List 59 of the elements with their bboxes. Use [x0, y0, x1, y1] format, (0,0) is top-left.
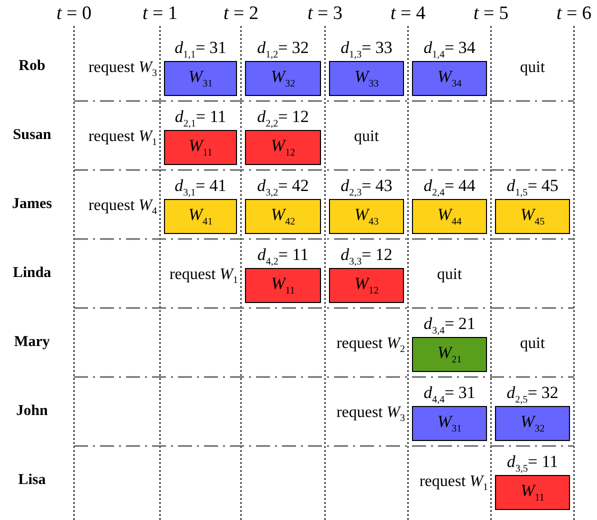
duration-label: d$_{2,1}$= 11 [174, 107, 226, 132]
task-block: W$_{44}$ [412, 199, 487, 234]
quit-label: quit [437, 266, 462, 284]
task-block: W$_{11}$ [495, 475, 570, 510]
time-label: t = 3 [308, 3, 342, 25]
quit-label: quit [520, 335, 545, 353]
duration-label: d$_{2,4}$= 44 [424, 176, 476, 200]
time-label: t = 4 [390, 3, 426, 25]
row-name: Mary [14, 334, 50, 351]
task-block: W$_{11}$ [245, 268, 321, 303]
request-label: request W$_{2}$ [336, 335, 405, 356]
task-block: W$_{43}$ [329, 199, 404, 234]
task-block: W$_{34}$ [412, 61, 487, 96]
task-block: W$_{33}$ [329, 61, 404, 96]
task-block: W$_{41}$ [164, 199, 237, 234]
time-label: t = 2 [224, 3, 258, 25]
task-block: W$_{21}$ [412, 337, 487, 372]
row-name: James [12, 196, 52, 213]
duration-label: d$_{4,4}$= 31 [424, 383, 476, 408]
time-label: t = 6 [556, 3, 592, 25]
task-block: W$_{32}$ [245, 61, 321, 96]
time-label: t = 1 [142, 3, 178, 25]
time-label: t = 0 [56, 3, 92, 25]
duration-label: d$_{2,5}$= 32 [506, 383, 558, 408]
request-label: request W$_{4}$ [88, 197, 157, 218]
duration-label: d$_{1,1}$= 31 [174, 38, 226, 62]
duration-label: d$_{3,5}$= 11 [506, 452, 558, 476]
duration-label: d$_{1,5}$= 45 [506, 176, 558, 200]
request-label: request W$_{1}$ [169, 266, 238, 286]
quit-label: quit [354, 128, 379, 146]
request-label: request W$_{1}$ [419, 473, 488, 494]
duration-label: d$_{3,1}$= 41 [174, 176, 226, 200]
request-label: request W$_{3}$ [88, 59, 157, 80]
duration-label: d$_{1,3}$= 33 [340, 38, 392, 62]
row-name: Rob [18, 58, 46, 75]
task-block: W$_{32}$ [495, 406, 570, 441]
quit-label: quit [520, 59, 545, 77]
duration-label: d$_{2,3}$= 43 [340, 176, 392, 200]
duration-label: d$_{3,4}$= 21 [424, 314, 476, 338]
row-name: Susan [12, 127, 52, 144]
duration-label: d$_{1,2}$= 32 [257, 38, 309, 62]
time-label: t = 5 [474, 3, 508, 25]
request-label: request W$_{1}$ [88, 128, 157, 148]
duration-label: d$_{3,3}$= 12 [340, 245, 392, 270]
duration-label: d$_{3,2}$= 42 [257, 176, 309, 200]
task-block: W$_{42}$ [245, 199, 321, 234]
request-label: request W$_{3}$ [336, 404, 405, 424]
duration-label: d$_{1,4}$= 34 [424, 38, 476, 62]
task-block: W$_{31}$ [412, 406, 487, 441]
row-name: Linda [12, 265, 52, 282]
task-block: W$_{12}$ [245, 130, 321, 165]
task-block: W$_{45}$ [495, 199, 570, 234]
duration-label: d$_{4,2}$= 11 [257, 245, 309, 270]
duration-label: d$_{2,2}$= 12 [257, 107, 309, 132]
row-name: Lisa [18, 472, 46, 489]
row-name: John [16, 403, 48, 420]
task-block: W$_{31}$ [164, 61, 237, 96]
task-block: W$_{12}$ [329, 268, 404, 303]
task-block: W$_{11}$ [164, 130, 237, 165]
